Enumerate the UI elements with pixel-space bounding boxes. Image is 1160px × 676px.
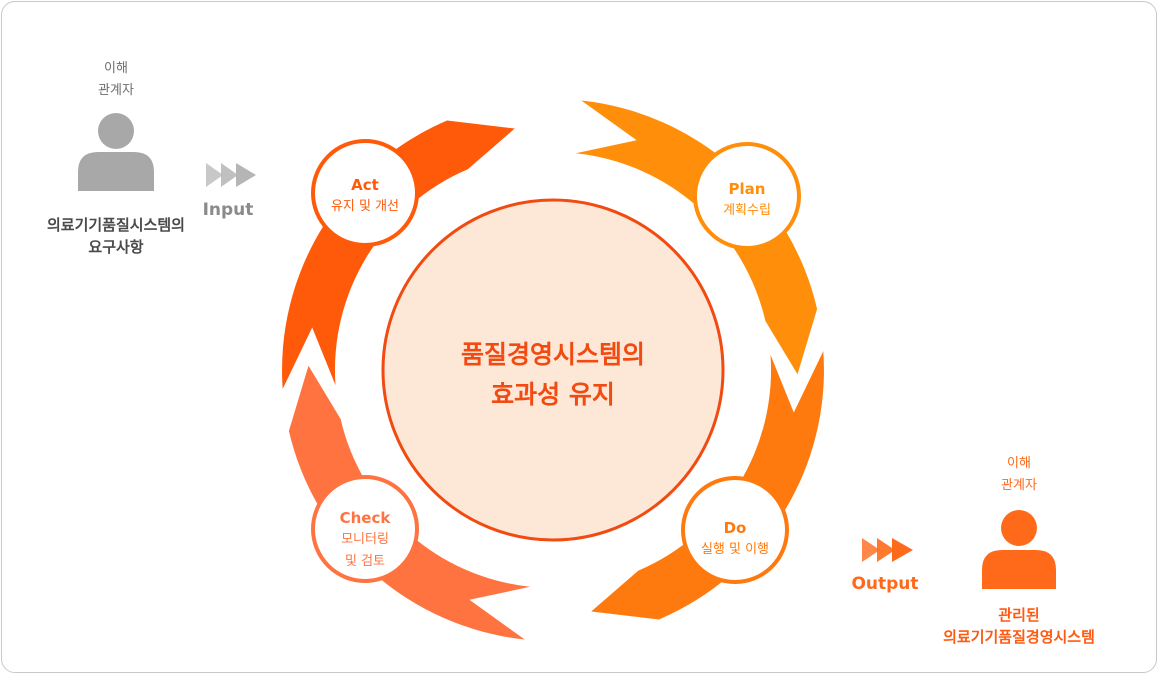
do-label: Do 실행 및 이행 xyxy=(685,517,785,561)
input-requirement-line1: 의료기기품질시스템의 xyxy=(46,216,185,234)
do-node xyxy=(681,476,789,584)
stakeholder-person-icon xyxy=(78,113,154,191)
stakeholder-person-icon xyxy=(982,510,1056,589)
input-requirement-label: 의료기기품질시스템의 요구사항 xyxy=(20,214,212,258)
input-requirement-line2: 요구사항 xyxy=(88,238,144,256)
output-result-line1: 관리된 xyxy=(998,606,1040,624)
output-result-line2: 의료기기품질경영시스템 xyxy=(943,628,1095,646)
center-line2: 효과성 유지 xyxy=(491,380,615,409)
act-title: Act xyxy=(351,176,379,194)
plan-label: Plan 계획수립 xyxy=(697,178,797,222)
act-subtitle: 유지 및 개선 xyxy=(330,199,400,214)
plan-subtitle: 계획수립 xyxy=(723,203,771,218)
center-label: 품질경영시스템의 효과성 유지 xyxy=(403,335,703,415)
check-label: Check 모니터링 및 검토 xyxy=(315,507,415,573)
output-arrow-label: Output xyxy=(851,574,919,594)
plan-node xyxy=(693,142,801,250)
output-stakeholder-line2: 관계자 xyxy=(1001,478,1037,493)
center-circle xyxy=(381,198,725,542)
center-line1: 품질경영시스템의 xyxy=(460,340,645,369)
check-subtitle-line1: 모니터링 xyxy=(341,532,389,547)
act-segment xyxy=(282,120,515,389)
check-subtitle-line2: 및 검토 xyxy=(344,554,385,569)
output-result-label: 관리된 의료기기품질경영시스템 xyxy=(919,604,1119,648)
act-label: Act 유지 및 개선 xyxy=(315,174,415,218)
do-title: Do xyxy=(723,519,747,537)
check-title: Check xyxy=(339,509,391,527)
input-arrow-icon xyxy=(206,163,256,187)
input-stakeholder-label: 이해 관계자 xyxy=(76,58,156,102)
input-stakeholder-line1: 이해 xyxy=(104,61,128,76)
output-stakeholder-label: 이해 관계자 xyxy=(979,453,1059,497)
output-stakeholder-line1: 이해 xyxy=(1007,456,1031,471)
plan-title: Plan xyxy=(728,180,766,198)
output-arrow-icon xyxy=(862,538,913,562)
act-node xyxy=(311,139,419,247)
check-node xyxy=(311,475,419,583)
input-stakeholder-line2: 관계자 xyxy=(98,83,134,98)
do-subtitle: 실행 및 이행 xyxy=(700,542,770,557)
do-segment xyxy=(591,351,824,620)
input-arrow-label: Input xyxy=(202,200,254,220)
